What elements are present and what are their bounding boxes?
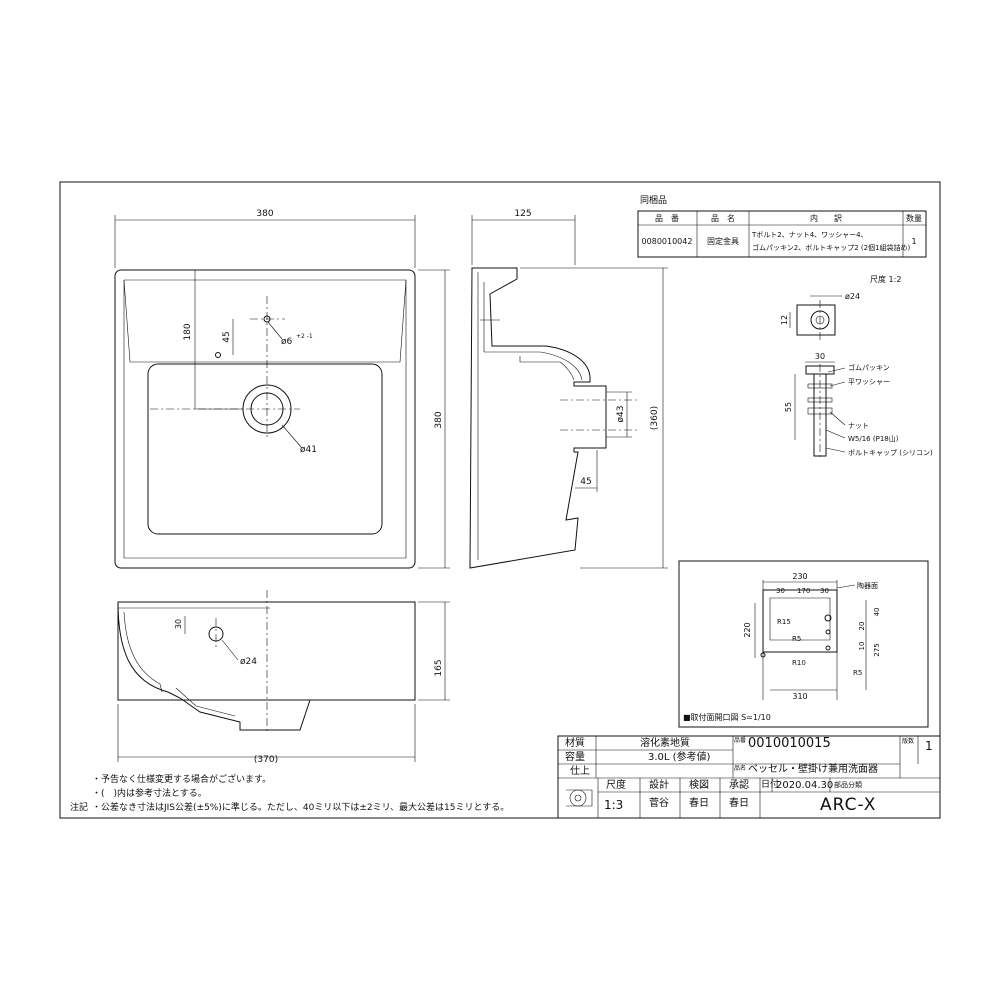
bolt-detail: 尺度 1:2 ø24 12 30 55 ゴムパッキン 平ワッシャー ナット W5… <box>780 274 933 460</box>
drawing-frame <box>59 181 941 819</box>
sheet-label: 版数 <box>902 738 915 745</box>
svg-text:310: 310 <box>792 692 807 701</box>
check-label: 検図 <box>689 780 709 791</box>
side-view: 125 (360) ø43 45 <box>469 209 668 569</box>
svg-text:45: 45 <box>580 477 591 487</box>
svg-text:(360): (360) <box>650 406 660 430</box>
svg-text:20: 20 <box>858 622 866 631</box>
svg-text:1: 1 <box>911 237 916 246</box>
svg-text:ø43: ø43 <box>616 406 626 423</box>
product-code: 0010010015 <box>748 736 831 751</box>
dim-height: 380 <box>434 411 444 428</box>
brand-logo: ARC-X <box>820 795 877 815</box>
product-name: ベッセル・壁掛け兼用洗面器 <box>748 764 878 775</box>
design-label: 設計 <box>649 780 669 791</box>
basin-outline <box>114 269 416 569</box>
svg-text:W5/16 (P18山): W5/16 (P18山) <box>848 434 899 443</box>
svg-text:30: 30 <box>815 352 825 361</box>
svg-text:275: 275 <box>873 643 881 656</box>
svg-text:230: 230 <box>792 572 807 581</box>
svg-text:ø6: ø6 <box>281 337 293 347</box>
svg-text:12: 12 <box>780 315 789 325</box>
note-3: ・公差なき寸法はJIS公差(±5%)に準じる。ただし、40ミリ以下は±2ミリ、最… <box>92 803 510 813</box>
svg-text:品 名: 品 名 <box>711 213 735 223</box>
svg-text:Tボルト2、ナット4、ワッシャー4、: Tボルト2、ナット4、ワッシャー4、 <box>751 231 868 239</box>
approve-label: 承認 <box>729 780 749 791</box>
basin-bowl <box>147 363 383 535</box>
front-view: 380 380 180 45 ø6 +2 -1 ø41 <box>114 209 450 569</box>
mount-detail: 230 30 170 30 陶器面 220 R15 R5 R10 R5 40 2… <box>678 560 929 728</box>
bottom-view: 30 ø24 165 (370) <box>117 590 450 765</box>
svg-text:ø24: ø24 <box>240 657 257 667</box>
svg-text:ボルトキャップ (シリコン): ボルトキャップ (シリコン) <box>848 449 933 457</box>
svg-text:同梱品: 同梱品 <box>640 194 667 206</box>
svg-text:170: 170 <box>797 587 810 595</box>
svg-text:30: 30 <box>174 619 183 629</box>
svg-text:40: 40 <box>873 608 881 617</box>
svg-text:10: 10 <box>858 642 866 651</box>
svg-text:尺度 1:2: 尺度 1:2 <box>870 274 901 284</box>
note-1: ・予告なく仕様変更する場合がございます。 <box>92 775 272 785</box>
svg-text:ナット: ナット <box>848 422 869 430</box>
svg-text:R10: R10 <box>792 659 806 667</box>
category-label: 部品分類 <box>834 781 862 789</box>
svg-text:165: 165 <box>434 659 444 676</box>
svg-text:ゴムパッキン2、ボルトキャップ2 (2個1組袋詰め): ゴムパッキン2、ボルトキャップ2 (2個1組袋詰め) <box>752 243 911 252</box>
svg-text:45: 45 <box>222 331 232 342</box>
svg-text:30: 30 <box>820 587 829 595</box>
svg-text:内 訳: 内 訳 <box>810 213 842 223</box>
svg-text:180: 180 <box>183 323 193 340</box>
svg-text:55: 55 <box>784 402 793 412</box>
code-label: 品番 <box>734 737 747 744</box>
scale-label: 尺度 <box>606 780 626 791</box>
date-label: 日付 <box>761 780 780 790</box>
capacity-label: 容量 <box>565 752 585 763</box>
svg-text:ø24: ø24 <box>845 292 860 301</box>
svg-text:R15: R15 <box>777 618 791 626</box>
date-value: 2020.04.30 <box>776 780 834 791</box>
svg-text:30: 30 <box>776 587 785 595</box>
svg-text:品 番: 品 番 <box>655 213 679 223</box>
svg-text:+2 -1: +2 -1 <box>296 333 313 340</box>
capacity-value: 3.0L (参考値) <box>648 752 711 763</box>
notes-label: 注記 <box>70 803 89 813</box>
svg-text:R5: R5 <box>792 635 801 643</box>
svg-text:ø41: ø41 <box>300 445 317 455</box>
checker: 春日 <box>689 798 709 809</box>
svg-text:■取付面開口図 S=1/10: ■取付面開口図 S=1/10 <box>683 712 771 722</box>
title-block-lines <box>557 735 941 819</box>
note-2: ・( )内は参考寸法とする。 <box>92 789 207 799</box>
dim-width: 380 <box>256 209 273 219</box>
side-profile <box>469 267 607 569</box>
sheet-value: 1 <box>925 739 933 753</box>
finish-label: 仕上 <box>570 766 590 777</box>
svg-text:数量: 数量 <box>906 213 922 223</box>
svg-text:125: 125 <box>514 209 531 219</box>
svg-text:陶器面: 陶器面 <box>857 581 878 590</box>
svg-text:平ワッシャー: 平ワッシャー <box>848 378 890 386</box>
basin-deck <box>123 279 407 363</box>
parts-table: 同梱品 品 番 品 名 内 訳 数量 0080010042 固定金具 Tボルト2… <box>637 194 927 258</box>
svg-text:固定金具: 固定金具 <box>707 236 739 246</box>
designer: 菅谷 <box>649 798 669 809</box>
svg-text:R5: R5 <box>853 669 862 677</box>
material-value: 溶化素地質 <box>640 738 690 749</box>
svg-text:(370): (370) <box>254 755 278 765</box>
scale-value: 1:3 <box>604 798 624 812</box>
svg-text:0080010042: 0080010042 <box>642 237 693 246</box>
svg-text:220: 220 <box>743 622 752 637</box>
svg-text:ゴムパッキン: ゴムパッキン <box>848 363 890 372</box>
material-label: 材質 <box>565 738 585 749</box>
overflow-hole <box>215 352 221 358</box>
approver: 春日 <box>729 798 749 809</box>
name-label: 品名 <box>734 765 747 772</box>
